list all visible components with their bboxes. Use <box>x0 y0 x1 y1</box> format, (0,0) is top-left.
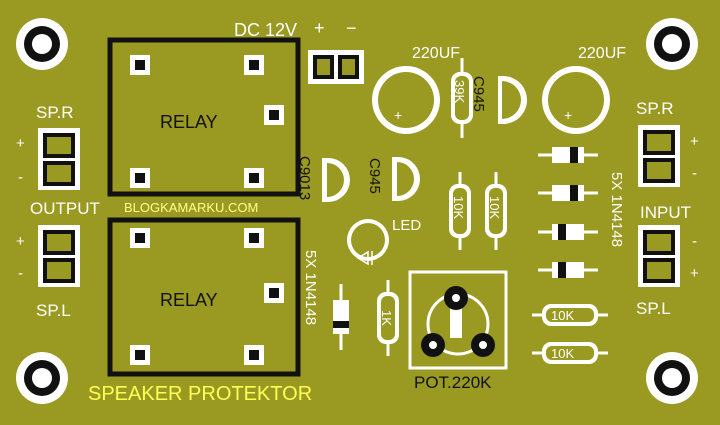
right-minus-1: - <box>692 165 697 182</box>
potentiometer <box>408 270 508 370</box>
cap1-label: 220UF <box>412 45 460 62</box>
left-minus-2: - <box>18 265 23 282</box>
diodes-right-label: 5X 1N4148 <box>608 172 625 247</box>
mounting-hole-bottom-left <box>16 352 68 404</box>
relay-bottom-label: RELAY <box>160 290 218 310</box>
website-label: BLOGKAMARKU.COM <box>124 200 258 215</box>
spl-left-label: SP.L <box>36 301 71 320</box>
input-label: INPUT <box>640 203 691 222</box>
right-plus-2: + <box>690 265 699 282</box>
resistor-10k-c <box>532 304 608 326</box>
right-plus-1: + <box>690 133 699 150</box>
diode-3 <box>538 224 598 240</box>
q-left-label: C9013 <box>296 156 313 200</box>
left-plus-1: + <box>16 135 25 152</box>
r10k-d-label: 10K <box>551 346 574 361</box>
diode-1 <box>538 147 598 163</box>
transistor-mid <box>392 157 420 201</box>
relay-bottom <box>107 217 301 377</box>
dc-minus-label: − <box>346 18 357 38</box>
r1k-label: 1K <box>379 310 394 326</box>
terminal-spl-right <box>638 225 680 287</box>
r10k-a-label: 10K <box>451 196 466 219</box>
terminal-spr-left <box>38 128 80 190</box>
resistor-10k-b <box>485 172 507 250</box>
resistor-39k <box>451 58 473 138</box>
transistor-top <box>498 76 527 124</box>
diode-4 <box>538 262 598 278</box>
capacitor-1: + <box>372 66 440 134</box>
right-minus-2: - <box>692 233 697 250</box>
transistor-left <box>322 158 350 202</box>
resistor-10k-a <box>449 172 471 250</box>
led-label: LED <box>392 217 421 234</box>
svg-text:+: + <box>564 107 572 123</box>
relay-top-label: RELAY <box>160 112 218 132</box>
left-minus-1: - <box>18 169 23 186</box>
terminal-spr-right <box>638 125 680 187</box>
q-mid-label: C945 <box>366 158 383 194</box>
resistor-10k-d <box>532 342 608 364</box>
cap2-label: 220UF <box>578 45 626 62</box>
mounting-hole-bottom-right <box>646 352 698 404</box>
r39k-label: 39K <box>452 80 467 103</box>
led <box>347 219 389 266</box>
pot-label: POT.220K <box>414 373 492 392</box>
relay-top <box>107 37 301 197</box>
capacitor-2: + <box>542 66 610 134</box>
mounting-hole-top-left <box>16 18 68 70</box>
spl-right-label: SP.L <box>636 299 671 318</box>
spr-right-label: SP.R <box>636 99 674 118</box>
diodes-left-label: 5X 1N4148 <box>302 250 319 325</box>
title-label: SPEAKER PROTEKTOR <box>88 383 312 405</box>
spr-left-label: SP.R <box>36 103 74 122</box>
mounting-hole-top-right <box>646 18 698 70</box>
output-label: OUTPUT <box>30 199 100 218</box>
q-top-label: C945 <box>470 76 487 112</box>
dc-label: DC 12V <box>234 20 297 40</box>
r10k-c-label: 10K <box>551 308 574 323</box>
dc-connector <box>308 50 364 84</box>
r10k-b-label: 10K <box>487 196 502 219</box>
diode-5 <box>333 284 349 350</box>
terminal-spl-left <box>38 225 80 287</box>
dc-plus-label: + <box>314 18 325 38</box>
resistor-1k <box>377 280 399 356</box>
svg-text:+: + <box>394 107 402 123</box>
left-plus-2: + <box>16 233 25 250</box>
diode-2 <box>538 185 598 201</box>
